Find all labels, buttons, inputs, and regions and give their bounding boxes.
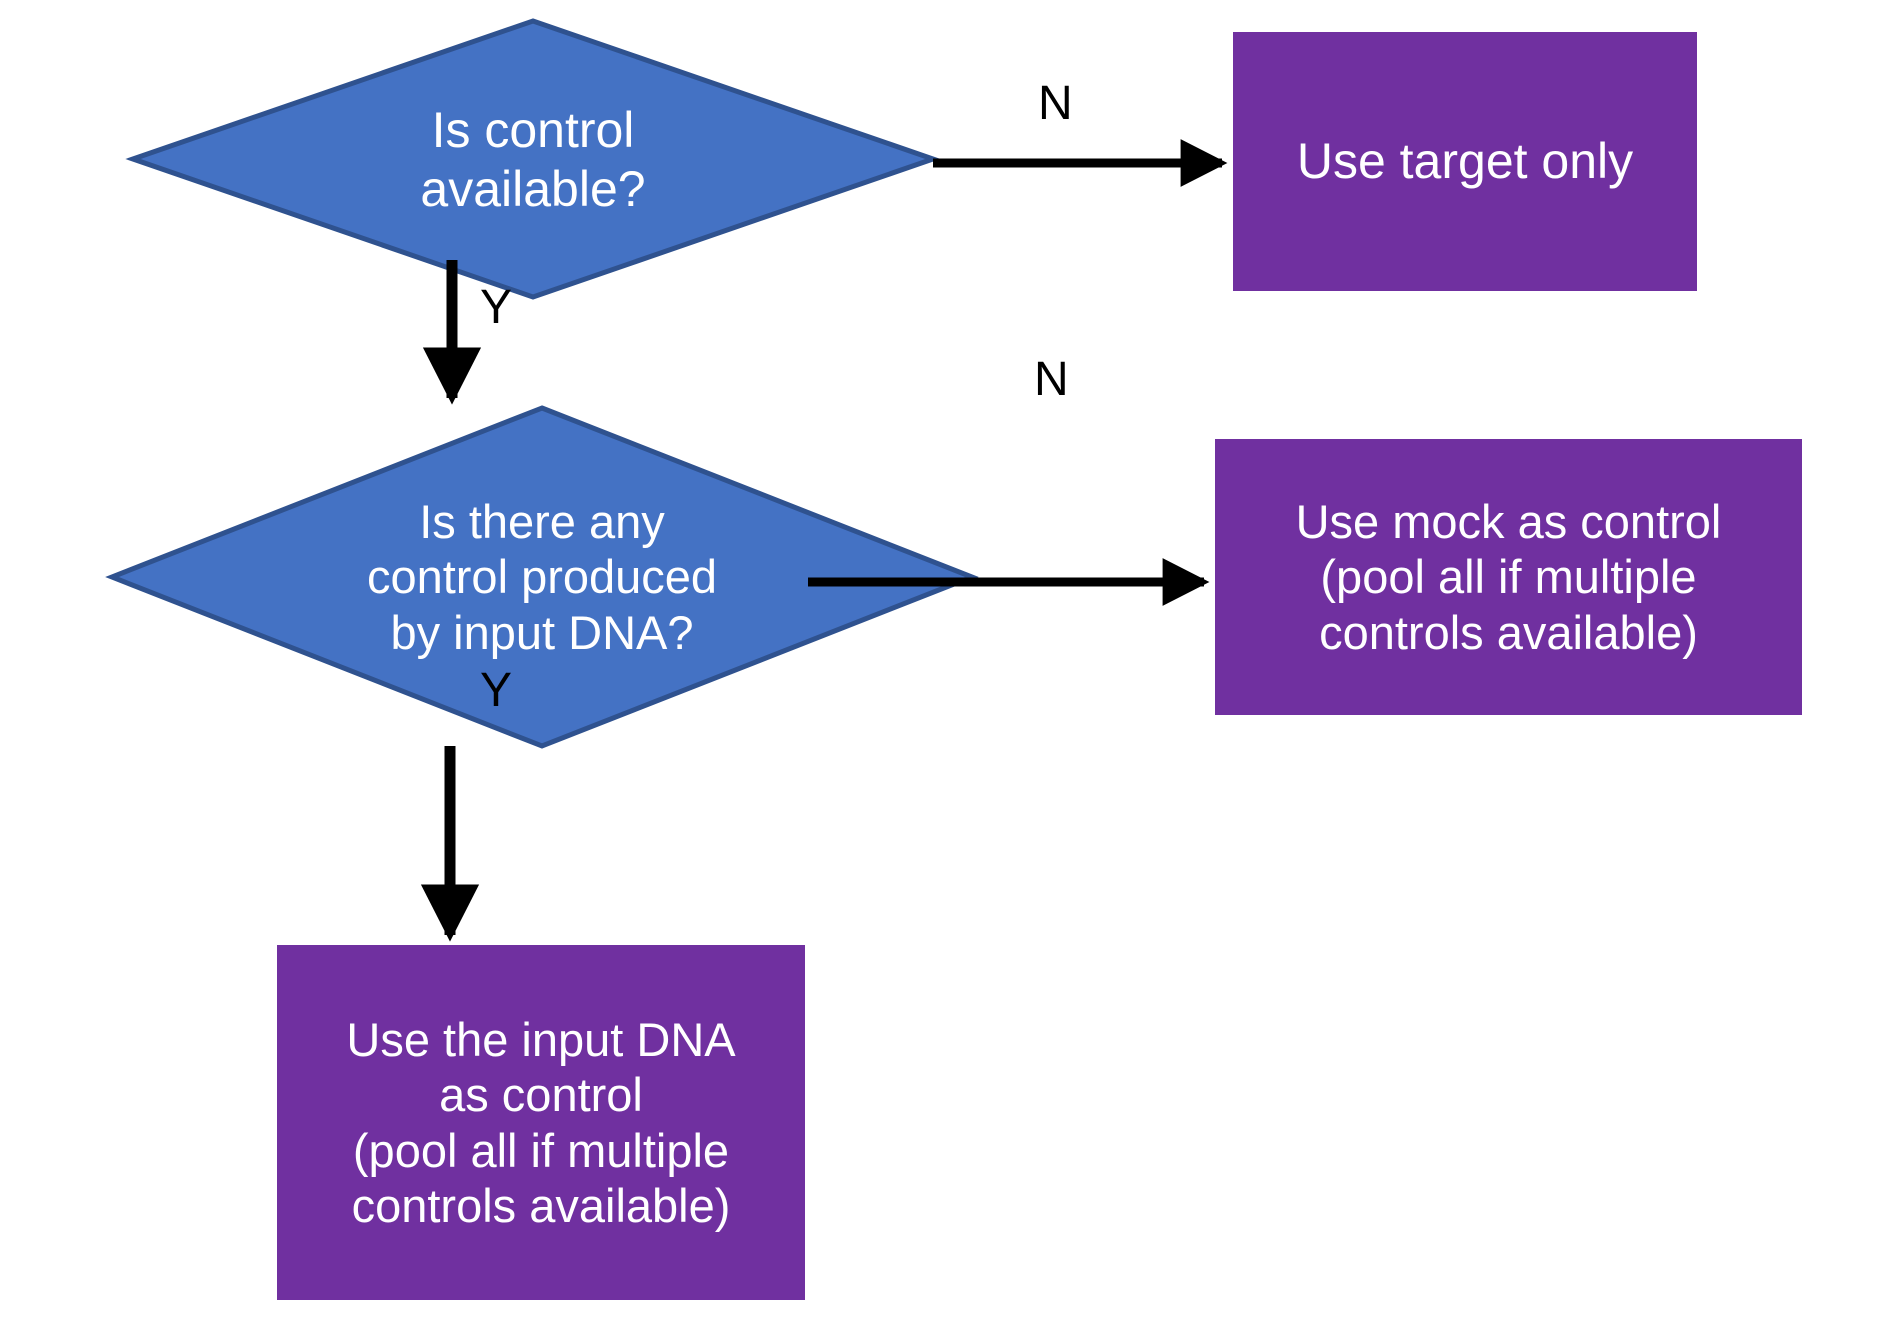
edge-label-no-1: N [1038, 77, 1073, 130]
edge-label-yes-2: Y [480, 664, 513, 717]
decision-node-control-from-input-dna-shape[interactable] [105, 405, 979, 749]
decision-node-control-available-shape[interactable] [125, 18, 941, 300]
process-node-use-mock-as-control-shape[interactable] [1215, 439, 1802, 715]
process-node-use-input-dna-as-control-shape[interactable] [277, 945, 805, 1300]
process-node-use-target-only-shape[interactable] [1233, 32, 1697, 291]
edge-label-no-2: N [1034, 353, 1069, 406]
edge-label-yes-1: Y [480, 281, 513, 334]
